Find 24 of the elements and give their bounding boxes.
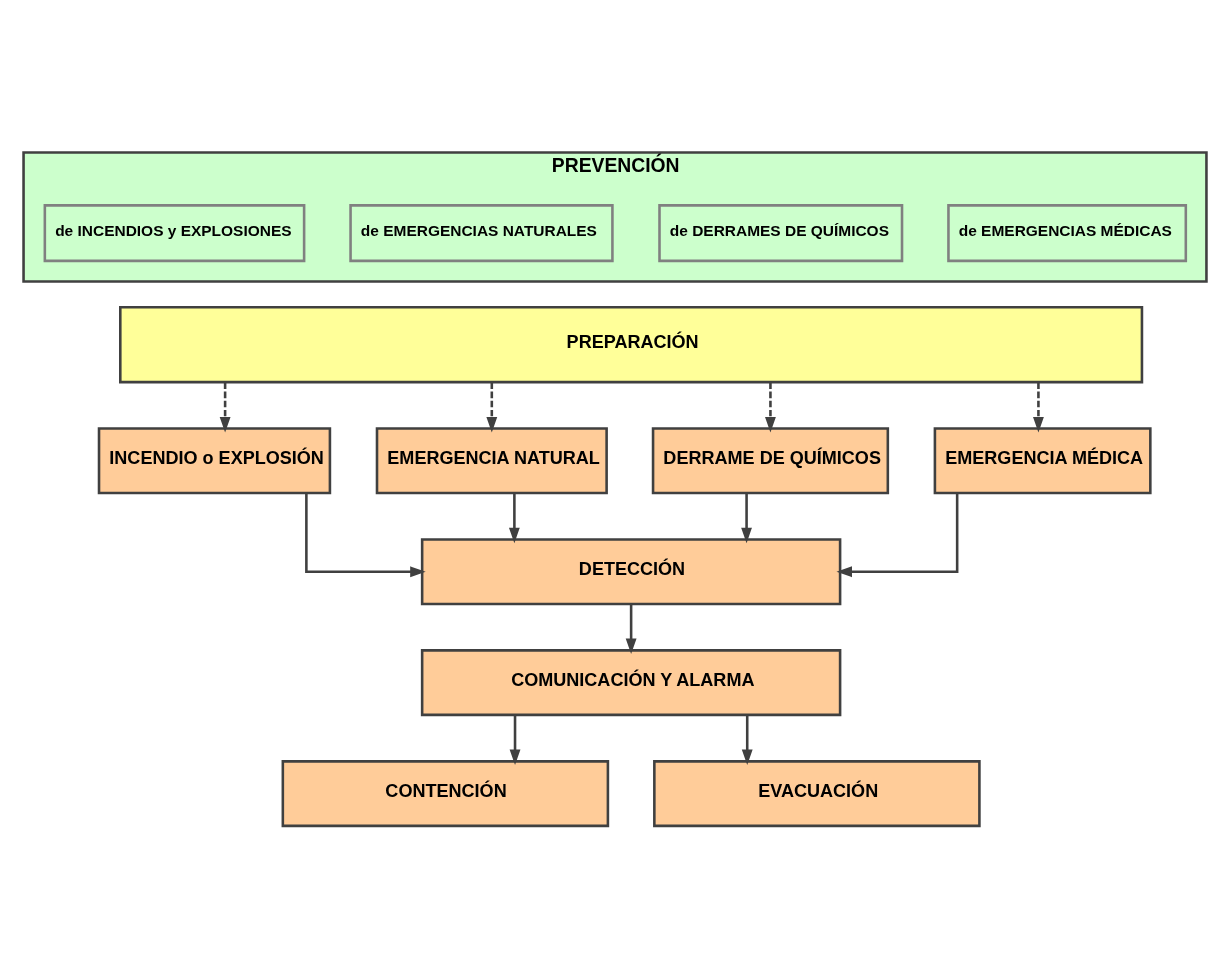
node-box: EMERGENCIA MÉDICA [933,427,1152,495]
node-box: de INCENDIOS y EXPLOSIONES [43,204,306,263]
node-box: COMUNICACIÓN Y ALARMA [420,649,842,717]
arrow [486,382,498,433]
node-box: de DERRAMES DE QUÍMICOS [658,204,904,263]
arrow [219,382,231,433]
arrow [625,604,637,655]
node-box: de EMERGENCIAS NATURALES [349,204,614,263]
node-box: DETECCIÓN [420,538,842,606]
arrow [741,493,752,544]
node-box: DERRAME DE QUÍMICOS [651,427,890,495]
arrow [741,715,753,766]
node-box: de EMERGENCIAS MÉDICAS [947,204,1188,263]
arrow [508,493,520,544]
node-box: EMERGENCIA NATURAL [375,427,608,495]
node-box: INCENDIO o EXPLOSIÓN [97,427,332,495]
node-box: EVACUACIÓN [653,760,981,828]
arrow [509,715,521,766]
arrow [765,382,776,433]
arrow [836,493,959,578]
node-box: PREPARACIÓN [119,306,1144,384]
arrow [1033,382,1044,433]
arrow [305,493,426,578]
node-box: CONTENCIÓN [281,760,610,828]
